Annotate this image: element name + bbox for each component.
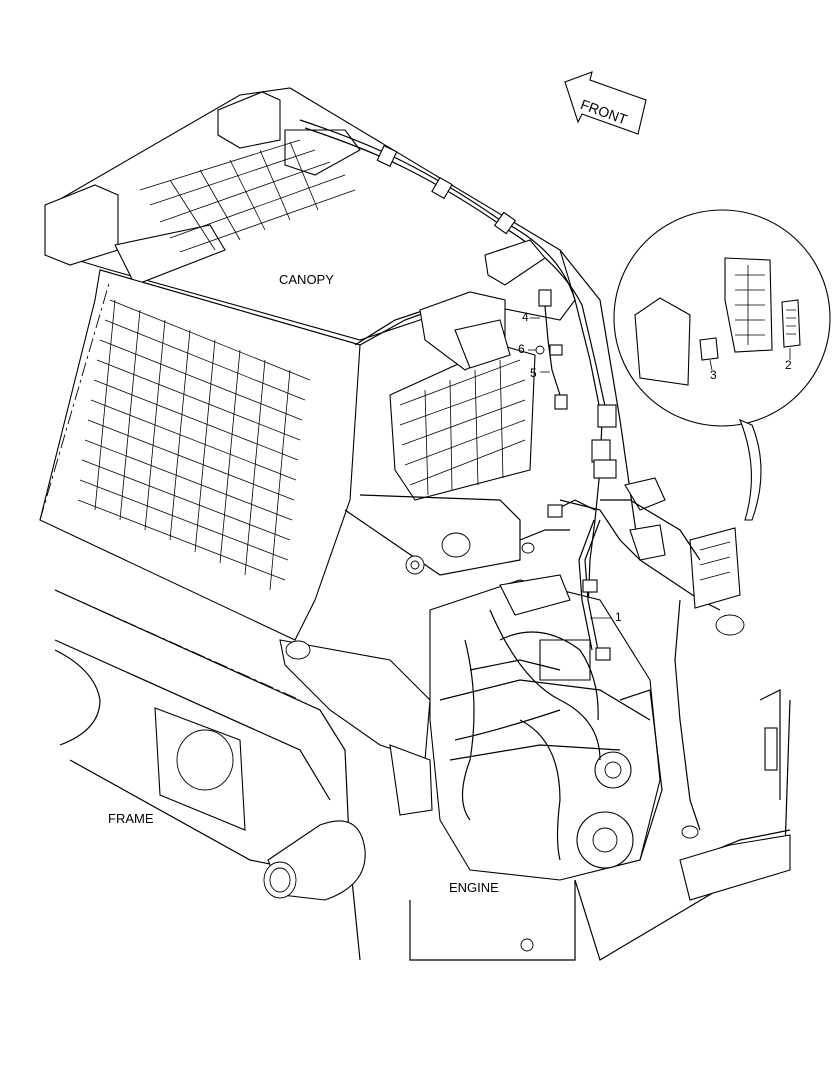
callout-6: 6 — [518, 342, 525, 356]
callout-2: 2 — [785, 358, 792, 372]
detail-inset — [613, 209, 831, 521]
main-harness — [519, 499, 701, 839]
canopy-drawing — [39, 87, 721, 641]
callout-4: 4 — [522, 310, 529, 324]
front-arrow — [564, 71, 647, 135]
frame-label: FRAME — [108, 811, 154, 826]
frame-drawing — [54, 589, 791, 961]
fuse-box — [559, 477, 741, 609]
engine-label: ENGINE — [449, 880, 499, 895]
callout-5: 5 — [530, 366, 537, 380]
canopy-label: CANOPY — [279, 272, 334, 287]
roof-harness — [299, 119, 617, 661]
callout-1: 1 — [615, 610, 622, 624]
sub-harness-4-5-6 — [528, 289, 568, 410]
callout-3: 3 — [710, 368, 717, 382]
side-window-grid — [77, 299, 311, 591]
